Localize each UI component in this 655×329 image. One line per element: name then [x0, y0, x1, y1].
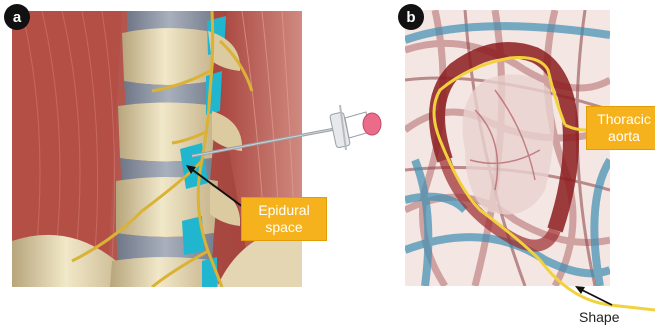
vertebra-4	[110, 257, 218, 287]
epidural-callout-line1: Epidural	[248, 202, 320, 219]
needle-hub-cap	[363, 113, 381, 135]
spine-illustration-panel	[12, 11, 302, 287]
vertebra-1	[122, 28, 217, 85]
shape-pointer-arrow	[580, 289, 612, 305]
aorta-callout-line1: Thoracic	[593, 111, 655, 128]
aorta-illustration	[405, 10, 610, 286]
epidural-space-callout: Epidural space	[241, 197, 327, 241]
spine-illustration	[12, 11, 302, 287]
shape-label: Shape	[579, 309, 619, 325]
aorta-callout-line2: aorta	[593, 128, 655, 145]
panel-b-badge: b	[398, 4, 424, 30]
panel-a-badge: a	[4, 4, 30, 30]
aorta-illustration-panel	[405, 10, 610, 286]
epidural-callout-line2: space	[248, 219, 320, 236]
thoracic-aorta-callout: Thoracic aorta	[586, 106, 655, 150]
